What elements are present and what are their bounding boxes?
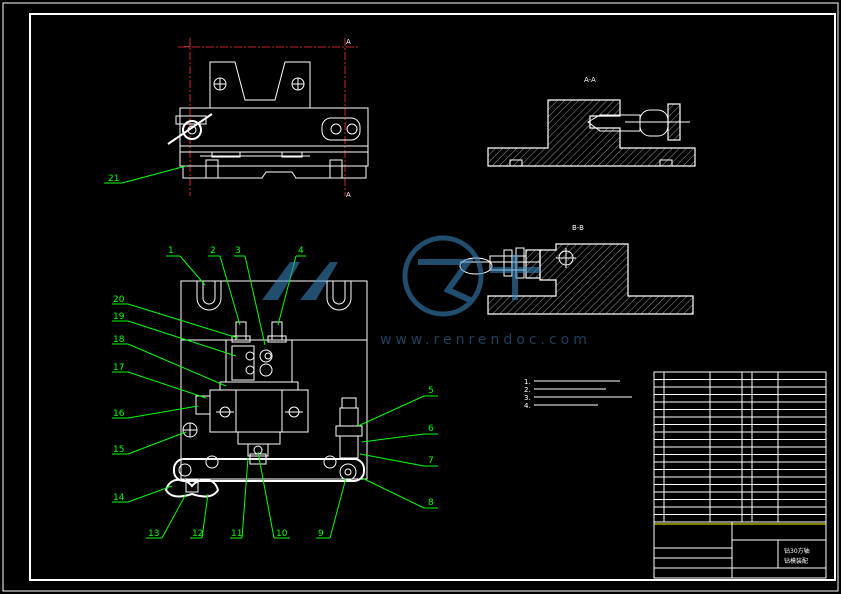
callout-5: 5 [428,386,434,396]
callout-9: 9 [318,529,324,539]
parts-list-table: 钻30方轴 钻模装配 [653,371,827,579]
callout-7: 7 [428,456,434,466]
section-aa-view: A-A [487,76,696,167]
parts-list-rows [654,379,826,515]
callout-21: 21 [108,174,119,184]
front-view [164,280,368,498]
callout-6: 6 [428,424,434,434]
callout-13: 13 [148,529,159,539]
callout-leaders: 1 2 3 4 20 19 18 17 16 15 [112,246,438,539]
callout-18: 18 [113,335,125,345]
cut-mark-top: A [346,38,351,46]
inner-frame [29,13,836,581]
note-4: 4. [524,402,531,410]
callout-17: 17 [113,363,124,373]
watermark-url: www.renrendoc.com [380,332,591,348]
callout-2: 2 [210,246,216,256]
callout-14: 14 [113,493,125,503]
callout-8: 8 [428,498,434,508]
note-1: 1. [524,378,531,386]
technical-notes: 1. 2. 3. 4. [524,378,632,410]
callout-16: 16 [113,409,125,419]
callout-1: 1 [168,246,174,256]
callout-11: 11 [231,529,242,539]
note-3: 3. [524,394,531,402]
callout-4: 4 [298,246,304,256]
top-view: — A A 21 [104,38,369,199]
callout-3: 3 [235,246,241,256]
callout-12: 12 [192,529,203,539]
svg-text:—: — [184,42,191,50]
section-aa-label: A-A [584,76,596,84]
callout-20: 20 [113,295,125,305]
watermark-logo [262,235,540,317]
callout-15: 15 [113,445,124,455]
note-2: 2. [524,386,531,394]
callout-10: 10 [276,529,288,539]
cut-mark-bottom: A [346,191,351,199]
callout-19: 19 [113,312,125,322]
section-bb-label: B-B [572,224,584,232]
drawing-title: 钻30方轴 [784,547,810,555]
drawing-subtitle: 钻模装配 [784,557,808,565]
